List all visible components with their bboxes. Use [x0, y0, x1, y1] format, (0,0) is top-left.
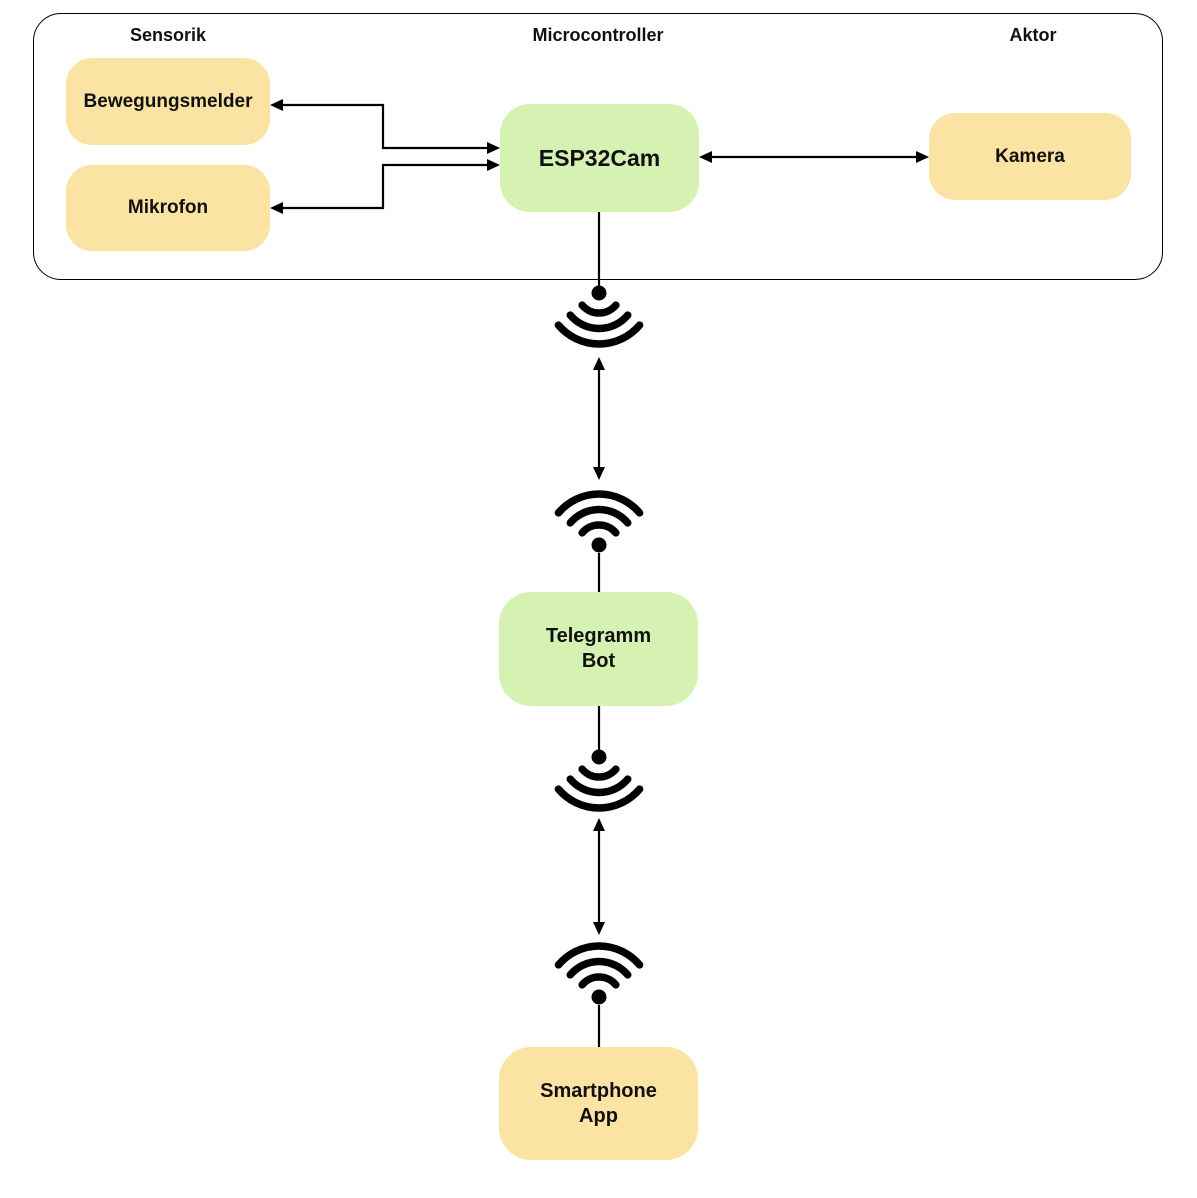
arrowhead-into-mikrofon [270, 202, 283, 214]
node-kamera: Kamera [929, 113, 1131, 200]
arrowhead-into-esp32cam-right [699, 151, 712, 163]
wifi-icon-esp32cam-down [558, 286, 639, 345]
node-label: Telegramm Bot [546, 624, 651, 674]
node-label: Bewegungsmelder [83, 90, 253, 112]
node-label-line2: App [579, 1104, 618, 1127]
arrowhead-up-link1 [593, 357, 605, 370]
column-label-sensorik: Sensorik [129, 25, 207, 45]
arrowhead-into-esp32cam-lower [487, 159, 500, 171]
node-mikrofon: Mikrofon [66, 165, 270, 251]
node-label-line1: Telegramm [545, 625, 652, 647]
node-label: Smartphone App [540, 1079, 657, 1129]
wifi-icon-telegramm-up [558, 494, 639, 553]
node-label-line2: Bot [581, 650, 616, 672]
node-esp32cam: ESP32Cam [500, 104, 699, 212]
connector-esp32cam-bewegungsmelder [281, 103, 489, 150]
arrowhead-up-link2 [593, 818, 605, 831]
node-label-line1: Smartphone [540, 1079, 657, 1102]
arrowhead-down-link2 [593, 922, 605, 935]
wifi-icon-telegramm-down [558, 750, 639, 809]
arrowhead-into-bewegungsmelder [270, 99, 283, 111]
connector-esp32cam-mikrofon [281, 163, 489, 210]
node-label: ESP32Cam [538, 144, 661, 171]
wifi-icon-smartphone-up [558, 946, 639, 1005]
column-label-aktor: Aktor [1009, 25, 1057, 45]
node-label: Kamera [995, 145, 1065, 167]
arrowhead-into-kamera [916, 151, 929, 163]
arrowhead-down-link1 [593, 467, 605, 480]
node-label: Mikrofon [127, 197, 209, 219]
node-telegramm-bot: Telegramm Bot [499, 592, 698, 706]
column-label-microcontroller: Microcontroller [532, 25, 664, 45]
node-bewegungsmelder: Bewegungsmelder [66, 58, 270, 145]
arrowhead-into-esp32cam-upper [487, 142, 500, 154]
node-smartphone-app: Smartphone App [499, 1047, 698, 1160]
